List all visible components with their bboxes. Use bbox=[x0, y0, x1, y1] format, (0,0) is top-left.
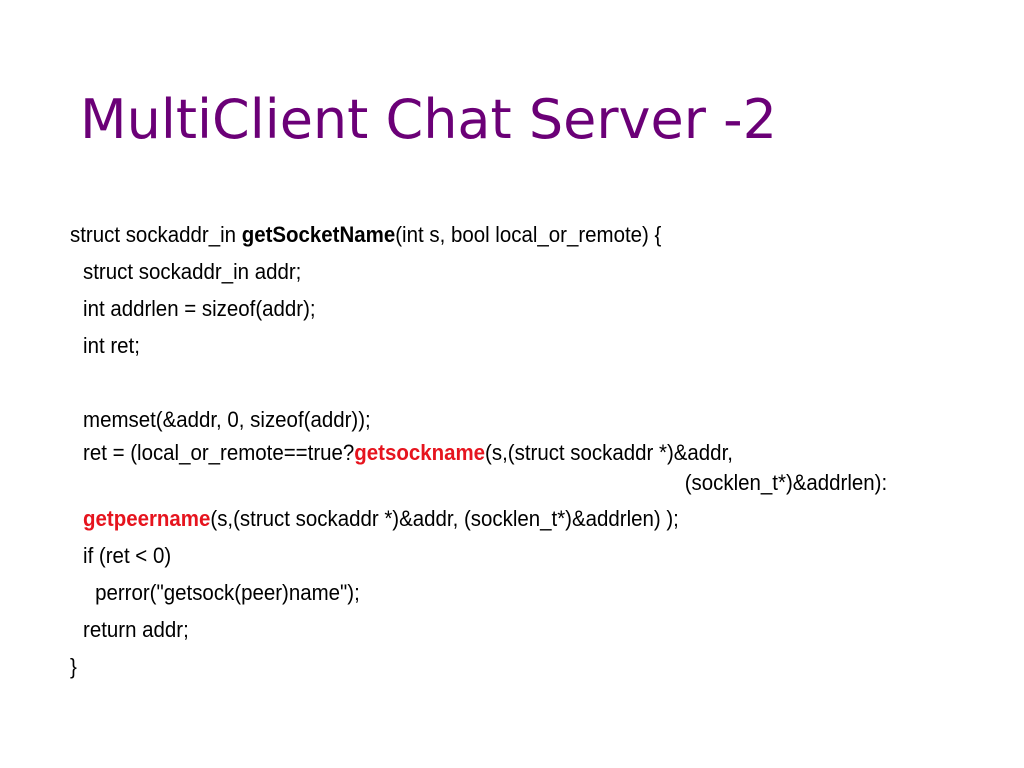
code-text: ret = (local_or_remote==true? bbox=[83, 440, 355, 465]
code-line-close-brace: } bbox=[70, 654, 77, 679]
slide-title: MultiClient Chat Server -2 bbox=[80, 88, 777, 151]
code-text: (s,(struct sockaddr *)&addr, (socklen_t*… bbox=[210, 506, 679, 531]
code-line-if: if (ret < 0) bbox=[83, 543, 172, 568]
code-text: (s,(struct sockaddr *)&addr, bbox=[485, 440, 733, 465]
code-line-addr-decl: struct sockaddr_in addr; bbox=[83, 259, 302, 284]
code-line-memset: memset(&addr, 0, sizeof(addr)); bbox=[83, 407, 371, 432]
code-line-getpeername: getpeername(s,(struct sockaddr *)&addr, … bbox=[70, 500, 926, 537]
code-line-return: return addr; bbox=[83, 617, 189, 642]
function-name-getpeername: getpeername bbox=[83, 506, 211, 531]
code-text-continuation: (socklen_t*)&addrlen): bbox=[684, 470, 888, 495]
function-name-getsockname: getsockname bbox=[354, 440, 486, 465]
code-text: (int s, bool local_or_remote) { bbox=[395, 222, 662, 247]
code-text: struct sockaddr_in bbox=[70, 222, 242, 247]
code-line-ternary: ret = (local_or_remote==true?getsockname… bbox=[70, 438, 926, 500]
code-line-perror: perror("getsock(peer)name"); bbox=[95, 580, 360, 605]
code-line-ret-decl: int ret; bbox=[83, 333, 140, 358]
function-name-getsocketname: getSocketName bbox=[241, 222, 396, 247]
code-line-addrlen-decl: int addrlen = sizeof(addr); bbox=[83, 296, 316, 321]
code-blank-line bbox=[70, 364, 926, 401]
code-block: struct sockaddr_in getSocketName(int s, … bbox=[70, 216, 926, 685]
code-line-signature: struct sockaddr_in getSocketName(int s, … bbox=[70, 216, 926, 253]
